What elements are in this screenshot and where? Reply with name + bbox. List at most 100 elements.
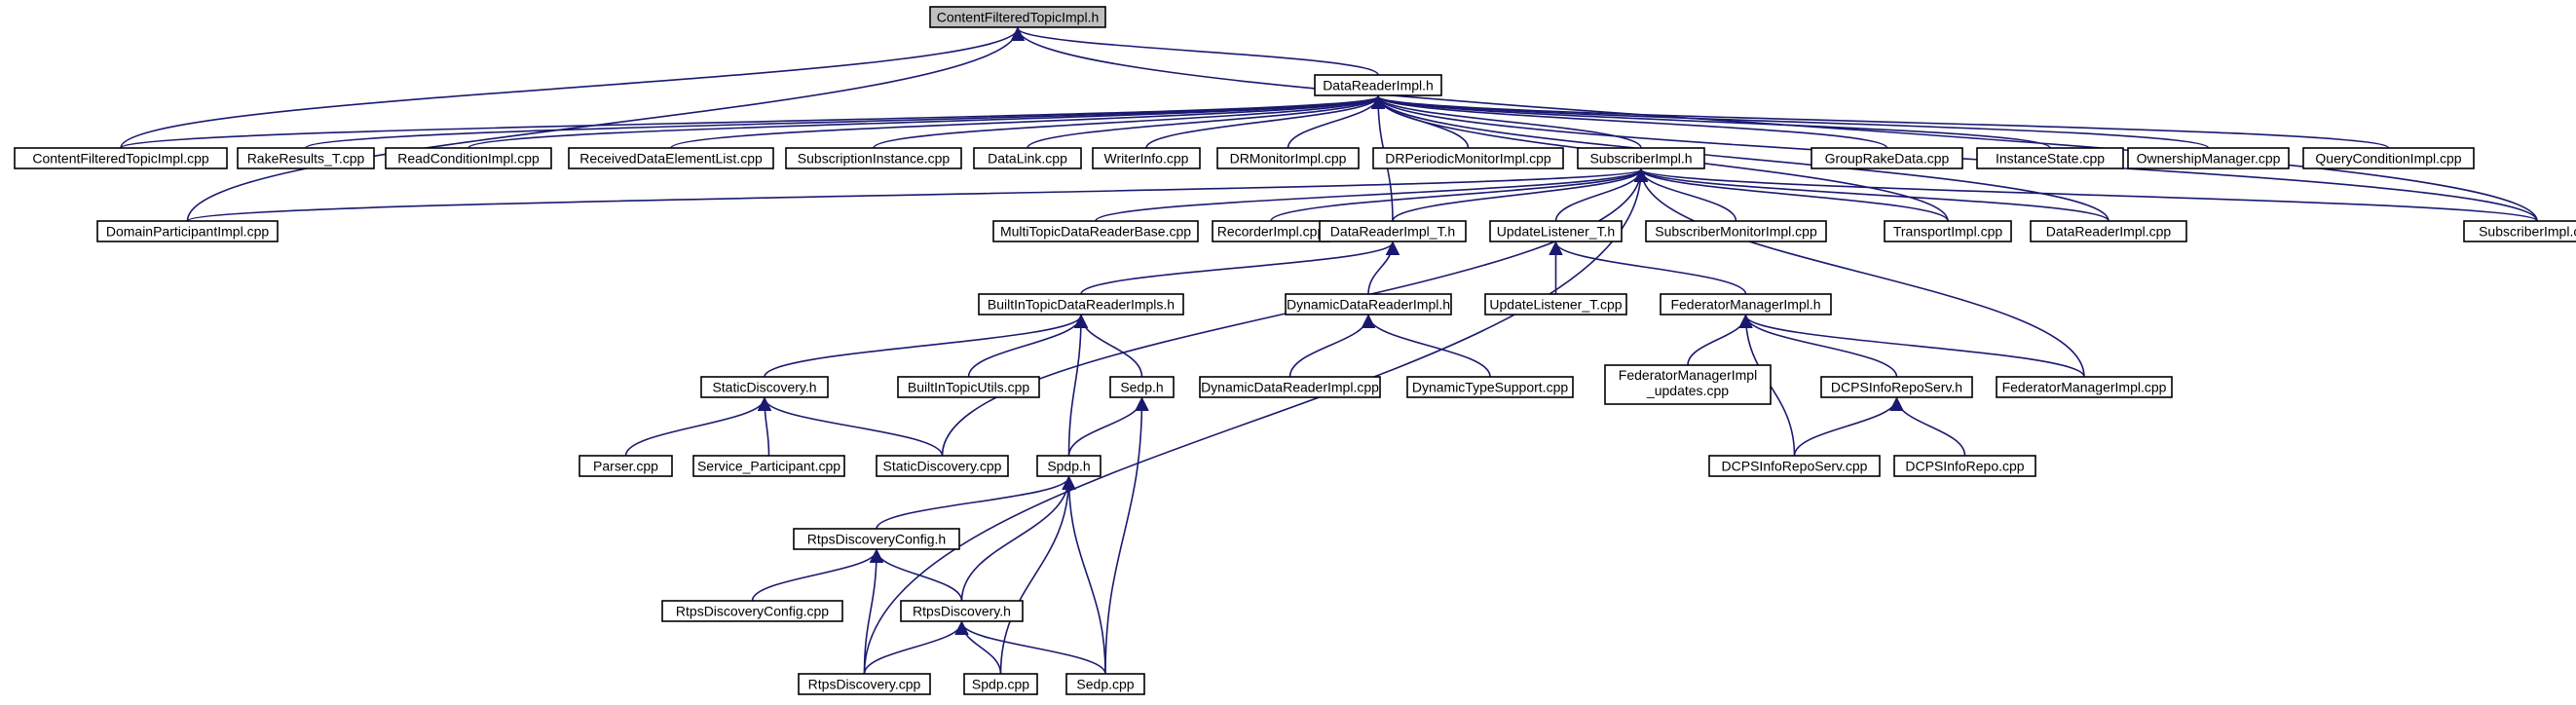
edge-dri_h-to-cftimpl_h <box>1011 26 1379 76</box>
node-label: RtpsDiscoveryConfig.h <box>807 532 946 547</box>
node-label: SubscriberImpl.cpp <box>2479 224 2576 240</box>
edge-dcpsrs_cpp-to-dcpsrs_h <box>1793 396 1904 457</box>
node-box <box>1820 376 1973 398</box>
edge-drit_h-to-subimpl_h <box>1392 167 1649 222</box>
node-label: DCPSInfoRepoServ.cpp <box>1722 459 1868 474</box>
node-service-participant-cpp[interactable]: Service_Participant.cpp <box>692 455 845 477</box>
node-datalink-cpp[interactable]: DataLink.cpp <box>973 147 1082 169</box>
node-box <box>1976 147 2124 169</box>
node-label: BuiltInTopicUtils.cpp <box>908 380 1029 395</box>
node-sedp-cpp[interactable]: Sedp.cpp <box>1065 673 1145 695</box>
node-multitopicdatareaderbase-cpp[interactable]: MultiTopicDataReaderBase.cpp <box>992 220 1199 242</box>
edge-sedp_cpp-to-spdp_h <box>1062 475 1106 675</box>
edge-dcpsrepo-to-dcpsrs_h <box>1889 396 1966 457</box>
node-transportimpl-cpp[interactable]: TransportImpl.cpp <box>1884 220 2012 242</box>
node-domainparticipantimpl-cpp[interactable]: DomainParticipantImpl.cpp <box>96 220 279 242</box>
node-label: ReadConditionImpl.cpp <box>397 151 540 167</box>
edge-dri_cpp-to-subimpl_h <box>1634 167 2109 222</box>
node-dcpsinforeposerv-cpp[interactable]: DCPSInfoRepoServ.cpp <box>1708 455 1881 477</box>
node-box <box>1645 220 1827 242</box>
edge-inststate-to-dri_h <box>1371 94 2051 149</box>
node-contentfilteredtopicimpl-h[interactable]: ContentFilteredTopicImpl.h <box>929 6 1106 28</box>
node-drperiodicmonitorimpl-cpp[interactable]: DRPeriodicMonitorImpl.cpp <box>1372 147 1564 169</box>
node-label: DataReaderImpl_T.h <box>1330 224 1455 240</box>
node-box <box>1372 147 1564 169</box>
edge-writerinfo-to-dri_h <box>1145 94 1386 149</box>
node-writerinfo-cpp[interactable]: WriterInfo.cpp <box>1092 147 1201 169</box>
node-subscribermonitorimpl-cpp[interactable]: SubscriberMonitorImpl.cpp <box>1645 220 1827 242</box>
edge-rtps_cpp-to-subimpl_h <box>863 167 1649 675</box>
node-subscriptioninstance-cpp[interactable]: SubscriptionInstance.cpp <box>785 147 962 169</box>
node-datareaderimpl-t-h[interactable]: DataReaderImpl_T.h <box>1319 220 1467 242</box>
node-recorderimpl-cpp[interactable]: RecorderImpl.cpp <box>1212 220 1330 242</box>
node-box <box>897 376 1040 398</box>
edge-cftimpl_cpp-to-dri_h <box>120 94 1385 149</box>
node-drmonitorimpl-cpp[interactable]: DRMonitorImpl.cpp <box>1216 147 1360 169</box>
node-queryconditionimpl-cpp[interactable]: QueryConditionImpl.cpp <box>2302 147 2475 169</box>
edge-spdp_cpp-to-spdp_h <box>999 475 1076 675</box>
node-staticdiscovery-h[interactable]: StaticDiscovery.h <box>700 376 829 398</box>
node-rtpsdiscovery-h[interactable]: RtpsDiscovery.h <box>900 600 1024 622</box>
node-federatormanagerimpl-h[interactable]: FederatorManagerImpl.h <box>1660 293 1832 315</box>
node-label: OwnershipManager.cpp <box>2137 151 2281 167</box>
node-subscriberimpl-h[interactable]: SubscriberImpl.h <box>1577 147 1705 169</box>
edge-datalink-to-dri_h <box>1027 94 1385 149</box>
node-box <box>2127 147 2290 169</box>
node-rtpsdiscoveryconfig-h[interactable]: RtpsDiscoveryConfig.h <box>793 528 960 550</box>
node-spdp-h[interactable]: Spdp.h <box>1036 455 1101 477</box>
node-datareaderimpl-h[interactable]: DataReaderImpl.h <box>1314 74 1442 96</box>
node-contentfilteredtopicimpl-cpp[interactable]: ContentFilteredTopicImpl.cpp <box>14 147 228 169</box>
edge-querycond-to-dri_h <box>1371 94 2390 149</box>
node-instancestate-cpp[interactable]: InstanceState.cpp <box>1976 147 2124 169</box>
node-staticdiscovery-cpp[interactable]: StaticDiscovery.cpp <box>876 455 1009 477</box>
node-updatelistener-t-cpp[interactable]: UpdateListener_T.cpp <box>1484 293 1627 315</box>
node-ownershipmanager-cpp[interactable]: OwnershipManager.cpp <box>2127 147 2290 169</box>
node-rakeresults-t-cpp[interactable]: RakeResults_T.cpp <box>237 147 375 169</box>
node-dynamicdatareaderimpl-cpp[interactable]: DynamicDataReaderImpl.cpp <box>1199 376 1381 398</box>
node-box <box>1199 376 1381 398</box>
node-federatormanagerimpl-cpp[interactable]: FederatorManagerImpl.cpp <box>1996 376 2173 398</box>
edge-rtps_cpp-to-rtpscfg_h <box>863 548 884 675</box>
node-label: DRPeriodicMonitorImpl.cpp <box>1385 151 1551 167</box>
edge-staticdisc_cpp-to-staticdisc_h <box>757 396 944 457</box>
node-label: RtpsDiscovery.cpp <box>808 677 921 692</box>
node-spdp-cpp[interactable]: Spdp.cpp <box>963 673 1038 695</box>
node-box <box>1604 364 1772 405</box>
edge-subinst-to-dri_h <box>873 94 1385 149</box>
node-label: RakeResults_T.cpp <box>247 151 365 167</box>
node-box <box>96 220 279 242</box>
node-rtpsdiscoveryconfig-cpp[interactable]: RtpsDiscoveryConfig.cpp <box>661 600 843 622</box>
node-subscriberimpl-cpp[interactable]: SubscriberImpl.cpp <box>2463 220 2576 242</box>
node-label: GroupRakeData.cpp <box>1825 151 1950 167</box>
node-updatelistener-t-h[interactable]: UpdateListener_T.h <box>1489 220 1623 242</box>
node-label: Service_Participant.cpp <box>697 459 840 474</box>
node-box <box>1484 293 1627 315</box>
node-readconditionimpl-cpp[interactable]: ReadConditionImpl.cpp <box>385 147 552 169</box>
node-builtintopicdatareaderimpls-h[interactable]: BuiltInTopicDataReaderImpls.h <box>978 293 1184 315</box>
node-sedp-h[interactable]: Sedp.h <box>1109 376 1175 398</box>
node-box <box>1036 455 1101 477</box>
node-receiveddataelementlist-cpp[interactable]: ReceivedDataElementList.cpp <box>568 147 774 169</box>
node-grouprakedata-cpp[interactable]: GroupRakeData.cpp <box>1811 147 1963 169</box>
node-datareaderimpl-cpp[interactable]: DataReaderImpl.cpp <box>2030 220 2187 242</box>
node-box <box>785 147 962 169</box>
edge-sedp_cpp-to-rtps_h <box>954 620 1106 675</box>
node-builtintopicutils-cpp[interactable]: BuiltInTopicUtils.cpp <box>897 376 1040 398</box>
dependency-edges <box>120 26 2538 675</box>
node-dcpsinforeposerv-h[interactable]: DCPSInfoRepoServ.h <box>1820 376 1973 398</box>
edge-parser-to-staticdisc_h <box>624 396 772 457</box>
edge-subimpl_cpp-to-subimpl_h <box>1634 167 2538 222</box>
node-label: DCPSInfoRepoServ.h <box>1831 380 1962 395</box>
node-rtpsdiscovery-cpp[interactable]: RtpsDiscovery.cpp <box>798 673 931 695</box>
node-federatormanagerimpl-updates-cpp[interactable]: FederatorManagerImpl_updates.cpp <box>1604 364 1772 405</box>
node-label: Spdp.h <box>1047 459 1090 474</box>
node-dcpsinforepo-cpp[interactable]: DCPSInfoRepo.cpp <box>1893 455 2036 477</box>
node-box <box>1577 147 1705 169</box>
node-parser-cpp[interactable]: Parser.cpp <box>579 455 673 477</box>
node-dynamictypesupport-cpp[interactable]: DynamicTypeSupport.cpp <box>1406 376 1574 398</box>
node-dynamicdatareaderimpl-h[interactable]: DynamicDataReaderImpl.h <box>1285 293 1452 315</box>
node-box <box>876 455 1009 477</box>
edge-rake-to-dri_h <box>305 94 1385 149</box>
node-box <box>1314 74 1442 96</box>
